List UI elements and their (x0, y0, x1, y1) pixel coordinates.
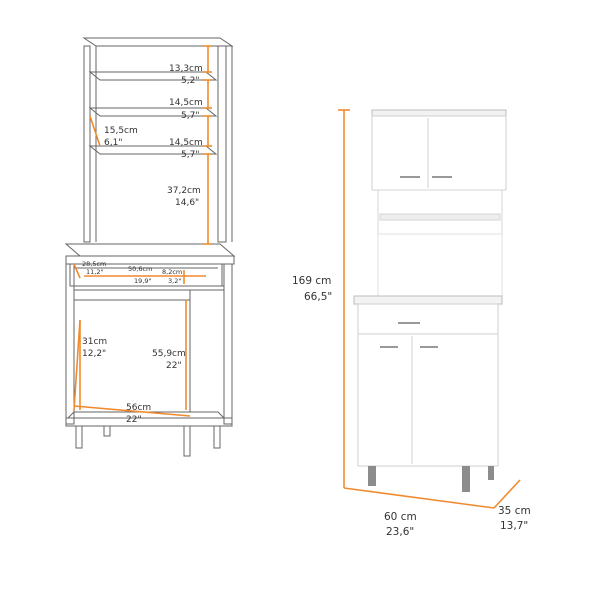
width-cm: 60 cm (384, 511, 417, 523)
depth-cm: 35 cm (498, 505, 531, 517)
drawer-depth-cm: 28,5cm (82, 260, 106, 268)
upper-left-handle (400, 176, 420, 178)
lower-height-cm: 55,9cm (152, 349, 186, 359)
shelf-4-in: 5,7" (181, 150, 199, 160)
product-dimension-lines (338, 109, 521, 509)
shelf-2-cm: 14,5cm (169, 98, 203, 108)
drawer-height-in: 3,2" (168, 277, 181, 285)
drawer-width-in: 19,9" (134, 277, 151, 285)
shelf-3-in: 6,1" (104, 138, 122, 148)
shelf-5-cm: 37,2cm (167, 186, 201, 196)
drawer-dimension-labels: 28,5cm 11,2" 50,6cm 19,9" 8,2cm 3,2" (82, 260, 182, 285)
lower-depth-in: 12,2" (82, 349, 106, 359)
lower-left-handle (380, 346, 398, 348)
drawer-height-cm: 8,2cm (162, 268, 182, 276)
lower-right-handle (420, 346, 438, 348)
upper-right-handle (432, 176, 452, 178)
shelf-2-in: 5,7" (181, 111, 199, 121)
drawer-width-cm: 50,6cm (128, 265, 152, 273)
depth-in: 13,7" (500, 520, 528, 532)
shelf-1-cm: 13,3cm (169, 64, 203, 74)
lower-width-in: 22" (126, 415, 142, 425)
shelf-4-cm: 14,5cm (169, 138, 203, 148)
dimension-lines (73, 45, 212, 417)
lower-dimension-labels: 31cm 12,2" 55,9cm 22" 56cm 22" (82, 337, 186, 425)
drawer-handle (398, 322, 420, 324)
shelf-1-in: 5,2" (181, 76, 199, 86)
height-cm: 169 cm (292, 275, 331, 287)
cabinet-line-drawing (64, 37, 236, 457)
width-in: 23,6" (386, 526, 414, 538)
shelf-3-cm: 15,5cm (104, 126, 138, 136)
height-in: 66,5" (304, 291, 332, 303)
shelf-dimension-labels: 13,3cm 5,2" 14,5cm 5,7" 15,5cm 6,1" 14,5… (104, 64, 203, 208)
lower-depth-cm: 31cm (82, 337, 107, 347)
lower-height-in: 22" (166, 361, 182, 371)
lower-width-cm: 56cm (126, 403, 151, 413)
drawer-depth-in: 11,2" (86, 268, 103, 276)
cabinet-rendered (353, 109, 507, 492)
product-dimension-labels: 169 cm 66,5" 60 cm 23,6" 35 cm 13,7" (292, 275, 531, 538)
shelf-5-in: 14,6" (175, 198, 199, 208)
